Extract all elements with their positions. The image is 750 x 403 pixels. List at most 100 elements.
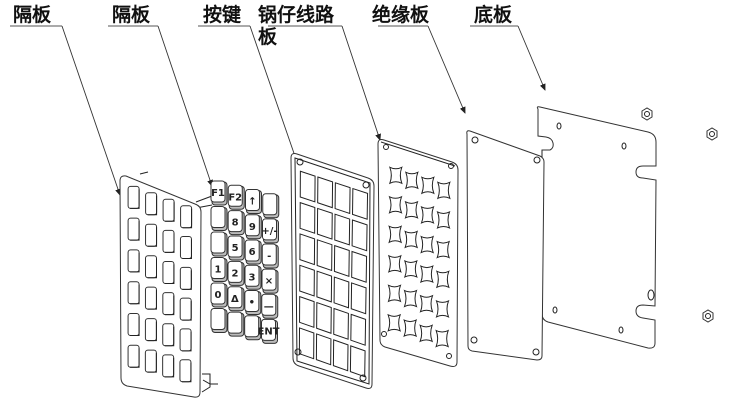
frame-cell xyxy=(299,264,315,297)
frame-cell xyxy=(334,182,351,215)
insulation-board xyxy=(466,130,545,361)
spacer-cell-shadow xyxy=(164,357,175,378)
key-legend: 9 xyxy=(249,222,256,233)
key xyxy=(262,193,280,219)
dome-cutout xyxy=(419,265,434,284)
spacer-cell-shadow xyxy=(147,290,157,310)
dome-cutout xyxy=(436,181,451,200)
key: 1 xyxy=(210,257,228,282)
spacer-cell xyxy=(127,217,140,241)
spacer-cell xyxy=(144,349,157,373)
key: 3 xyxy=(244,264,262,290)
spacer-cell-shadow xyxy=(147,227,158,247)
label-keys: 按键 xyxy=(203,4,242,26)
key: ↑ xyxy=(245,189,262,214)
spacer-cell-shadow xyxy=(182,301,192,321)
spacer-cell xyxy=(162,354,175,378)
dome-cutout xyxy=(404,200,419,219)
spacer-cell-shadow xyxy=(130,252,140,273)
spacer-cell xyxy=(179,359,192,383)
dome-circuit-board xyxy=(377,139,459,367)
spacer-cell xyxy=(179,328,192,352)
spacer-cell-shadow xyxy=(130,316,140,336)
spacer-cell xyxy=(145,192,158,216)
label-spacer-front: 隔板 xyxy=(13,4,52,26)
spacer-cell xyxy=(127,281,140,305)
nuts xyxy=(641,107,718,323)
key xyxy=(210,308,228,333)
spacer-cell xyxy=(162,323,175,347)
spacer-cell xyxy=(179,266,192,290)
key-legend: 3 xyxy=(249,272,256,283)
dome-cutout xyxy=(420,235,435,254)
key: ENT xyxy=(257,318,280,344)
label-insulation-board: 绝缘板 xyxy=(372,4,430,26)
key xyxy=(244,315,262,341)
dome-cutout xyxy=(387,284,402,303)
dome-mount-hole xyxy=(381,331,387,337)
dome-cutout xyxy=(435,299,450,318)
dome-cutout xyxy=(388,166,403,185)
spacer-cell-shadow xyxy=(182,208,193,229)
key-legend: 8 xyxy=(232,218,239,229)
leader-spacer-front xyxy=(61,25,121,196)
dome-cutout xyxy=(419,294,434,313)
front-spacer xyxy=(119,171,211,398)
dome-cutout xyxy=(436,210,451,229)
dome-cutout xyxy=(388,225,403,244)
nut xyxy=(702,309,714,323)
key-legend: F2 xyxy=(228,192,242,203)
spacer-cell-shadow xyxy=(165,233,175,253)
frame-mount-hole xyxy=(359,374,367,382)
frame-cell xyxy=(299,295,315,329)
key: 8 xyxy=(227,210,245,236)
dome-cutout xyxy=(387,313,402,332)
spacer-cell-shadow xyxy=(130,221,140,241)
spacer-cell xyxy=(179,297,192,321)
dome-mount-hole xyxy=(448,163,454,169)
insulation-mount-hole xyxy=(471,136,479,144)
frame-cell xyxy=(333,244,350,278)
label-dome-circuit-board: 锅仔线路板 xyxy=(258,4,335,48)
spacer-cell-shadow xyxy=(164,326,175,347)
frame-mount-hole xyxy=(294,348,302,356)
spacer-cell-shadow xyxy=(147,353,157,373)
spacer-cell xyxy=(144,318,157,342)
key: 9 xyxy=(244,214,262,240)
key-legend: - xyxy=(267,251,271,262)
dome-cutout xyxy=(387,254,402,273)
spacer-cell xyxy=(145,223,158,247)
key: +/- xyxy=(261,218,279,244)
spacer-cell xyxy=(180,205,193,229)
frame-cell xyxy=(316,239,333,272)
spacer-cell xyxy=(162,198,175,222)
dome-cutout xyxy=(436,240,451,259)
frame-cell xyxy=(352,187,369,220)
frame-cell xyxy=(299,170,316,203)
nut xyxy=(641,107,653,121)
frame-cell xyxy=(333,307,349,340)
spacer-cell xyxy=(127,185,140,209)
dome-cutout xyxy=(404,171,419,190)
frame-cell xyxy=(316,207,333,240)
base-mount-hole xyxy=(552,306,558,314)
leader-base xyxy=(517,25,546,91)
key-legend: • xyxy=(249,298,255,309)
base-mount-hole xyxy=(556,122,562,130)
key-legend: — xyxy=(264,301,274,312)
dome-cutout xyxy=(420,176,435,195)
frame-spacer xyxy=(290,153,375,389)
spacer-cell-shadow xyxy=(130,284,140,305)
spacer-cell-shadow xyxy=(165,202,175,222)
spacer-cell-shadow xyxy=(147,258,158,279)
key-legend: × xyxy=(265,276,273,287)
key: 5 xyxy=(227,235,245,261)
leader-keys xyxy=(249,25,298,163)
key: - xyxy=(261,243,279,269)
base-mount-hole xyxy=(618,326,624,334)
nut xyxy=(706,127,718,141)
frame-cell xyxy=(299,233,316,266)
spacer-cell-shadow xyxy=(130,189,140,209)
